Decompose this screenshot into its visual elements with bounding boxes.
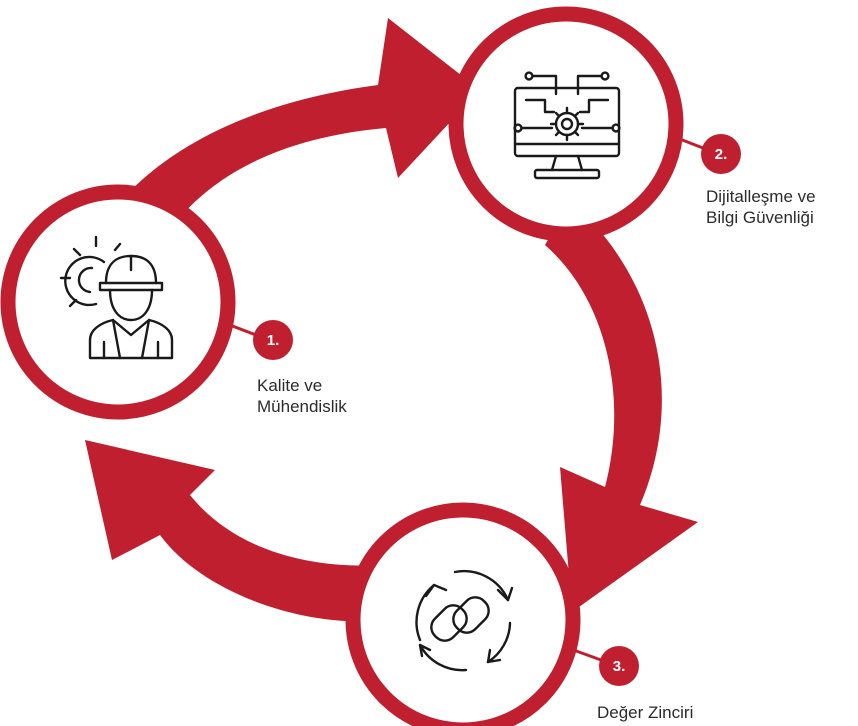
engineer-gear-icon bbox=[59, 235, 174, 360]
step-3-circle bbox=[345, 502, 581, 726]
step-3-number: 3. bbox=[613, 658, 626, 675]
step-1-circle bbox=[0, 184, 236, 420]
step-2-node: 2. bbox=[448, 6, 741, 242]
chain-link-cycle-icon bbox=[415, 569, 514, 672]
step-3-label-line-1: Değer Zinciri bbox=[597, 703, 694, 722]
step-2-number: 2. bbox=[715, 146, 728, 163]
step-3-badge bbox=[599, 646, 639, 686]
step-1-connector bbox=[221, 320, 257, 337]
arrow-2-to-3 bbox=[545, 200, 698, 612]
arrow-3-to-1 bbox=[85, 440, 390, 622]
step-1-node: 1. bbox=[0, 184, 293, 420]
step-2-label-line-2: Bilgi Güvenliği bbox=[706, 208, 814, 227]
step-3-node: 3. bbox=[345, 502, 639, 726]
step-3-connector bbox=[567, 646, 602, 662]
step-2-badge bbox=[701, 134, 741, 174]
step-2-circle bbox=[448, 6, 684, 242]
step-1-label-line-1: Kalite ve bbox=[257, 376, 323, 395]
step-1-number: 1. bbox=[267, 332, 280, 349]
step-2-connector bbox=[671, 134, 704, 150]
step-3-label: Değer Zinciri bbox=[597, 702, 693, 723]
step-1-label-line-2: Mühendislik bbox=[257, 397, 347, 416]
step-1-badge bbox=[253, 320, 293, 360]
step-2-label: Dijitalleşme ve Bilgi Güvenliği bbox=[706, 186, 816, 228]
step-2-label-line-1: Dijitalleşme ve bbox=[706, 187, 816, 206]
step-1-label: Kalite ve Mühendislik bbox=[257, 375, 347, 417]
monitor-circuit-gear-icon bbox=[513, 71, 621, 180]
cycle-arrows bbox=[70, 18, 698, 622]
arrow-1-to-2 bbox=[70, 18, 480, 300]
